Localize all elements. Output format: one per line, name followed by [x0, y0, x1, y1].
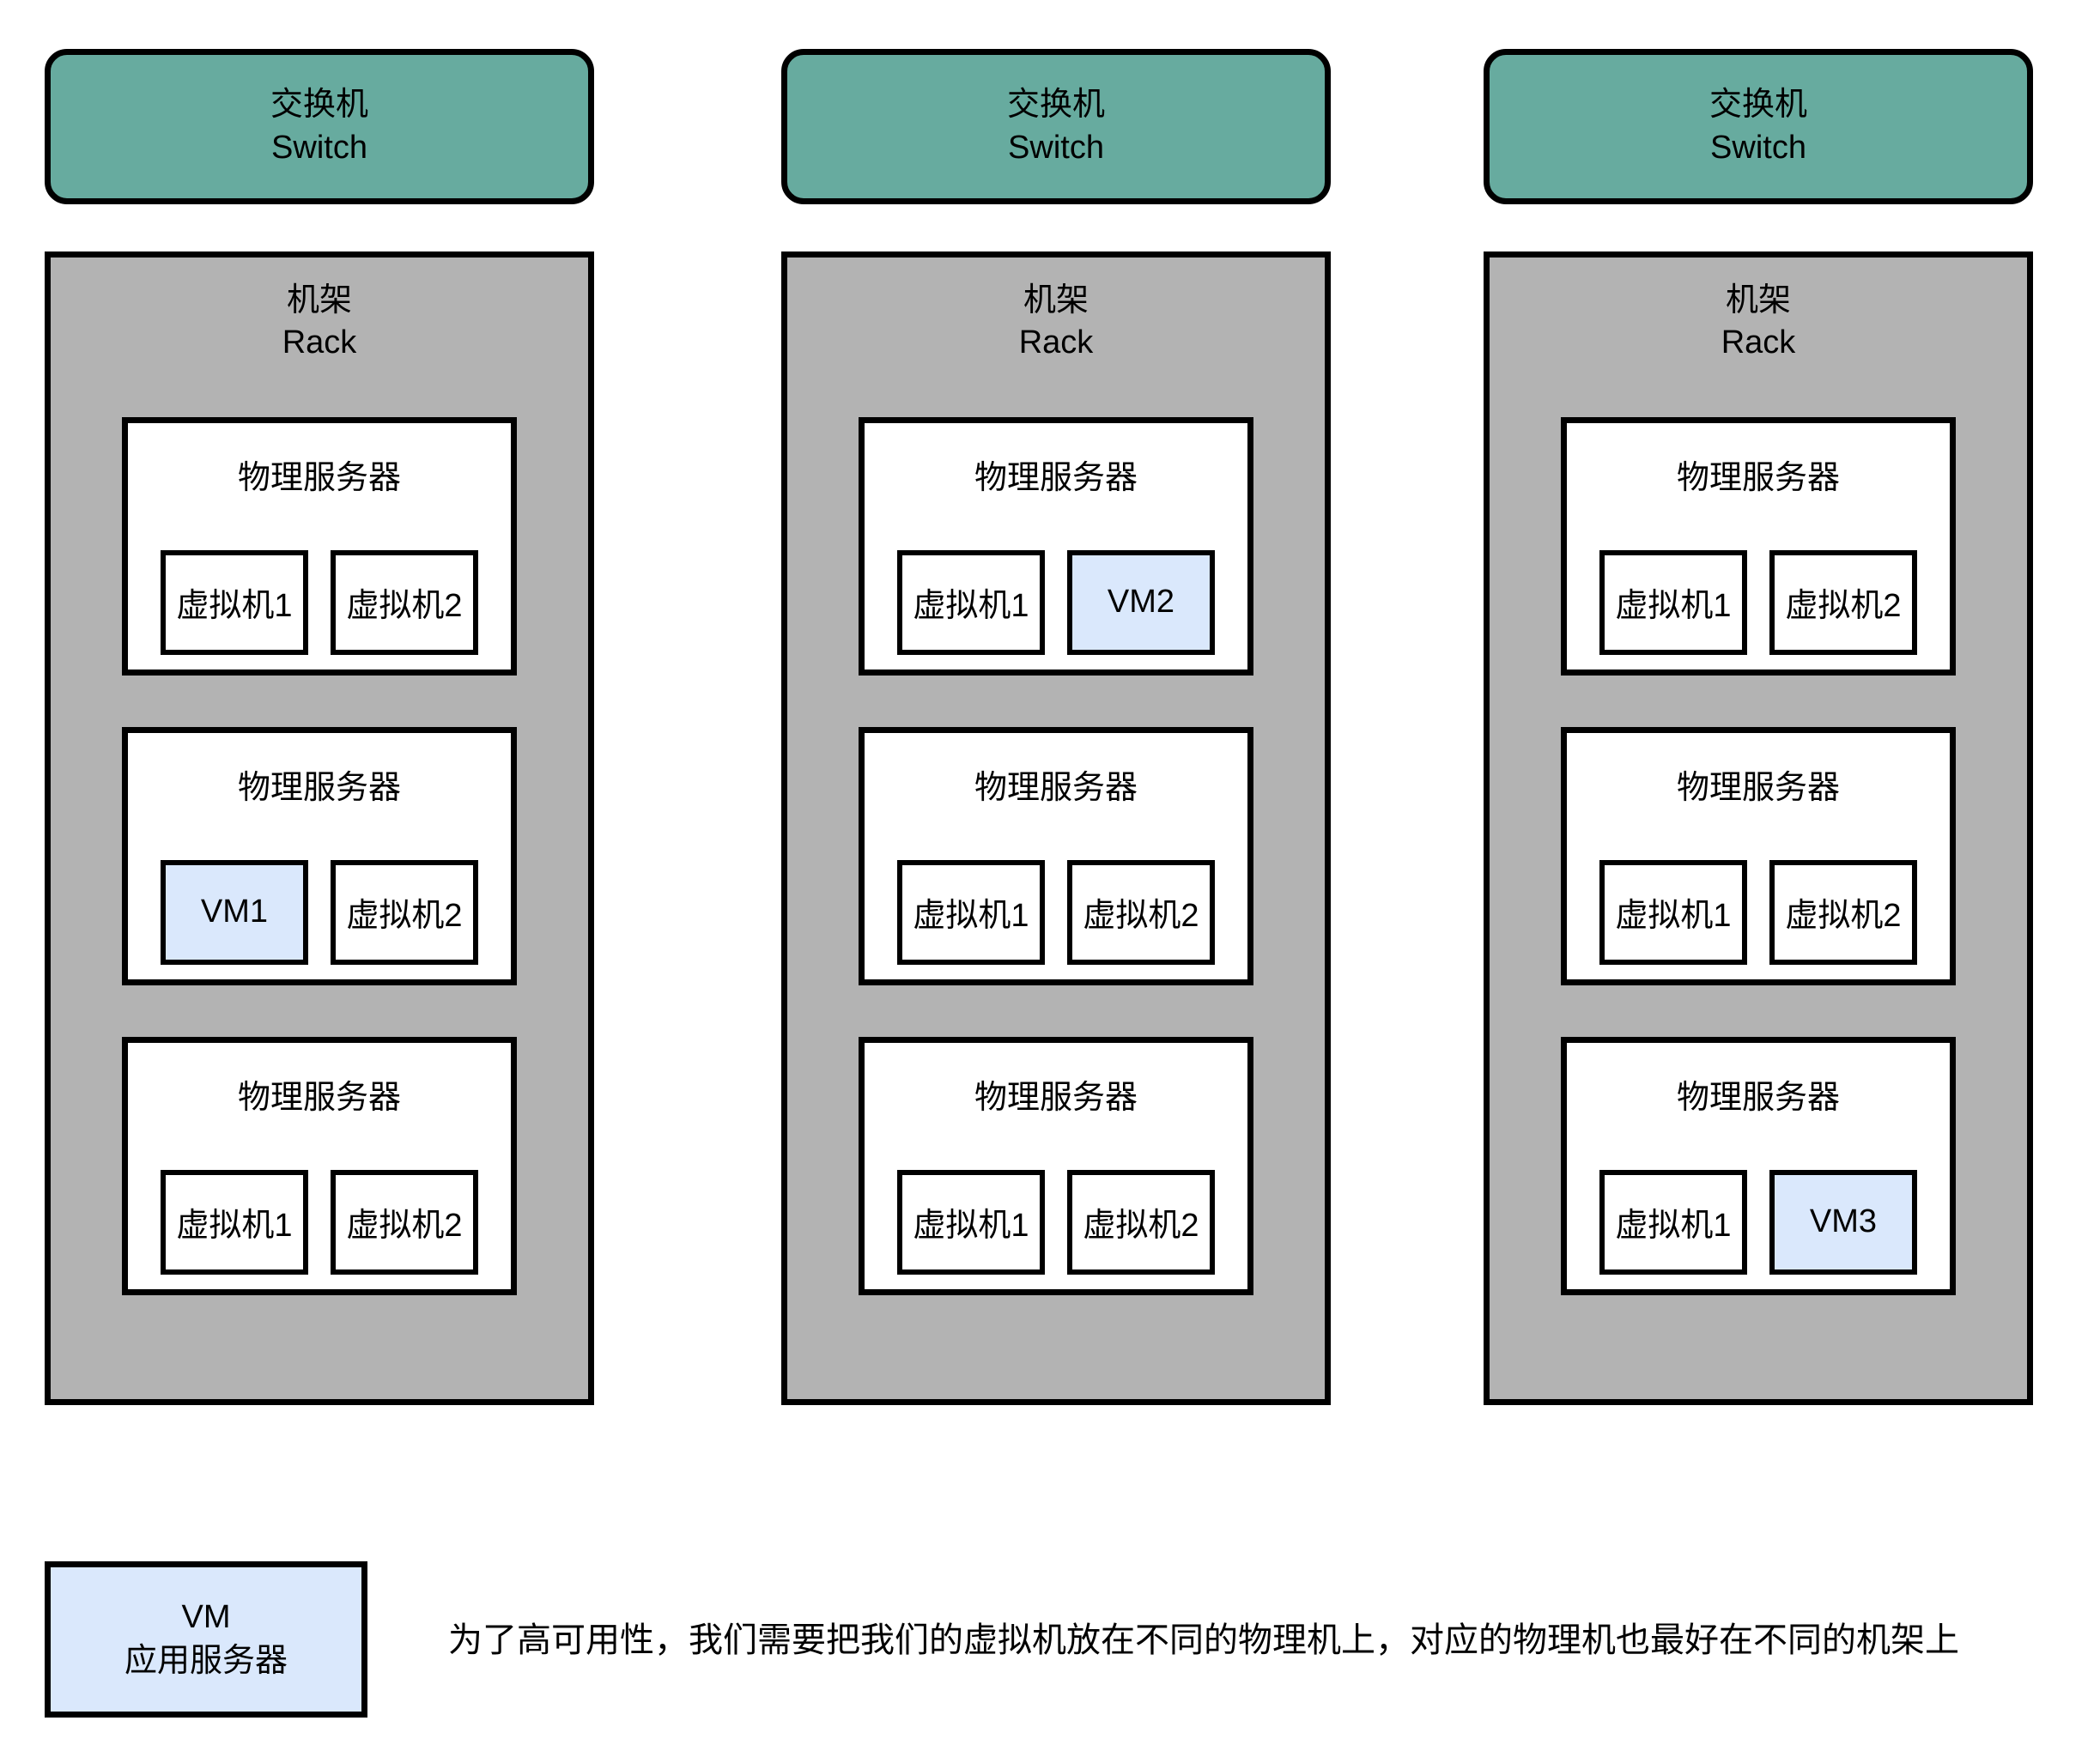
vm-row: 虚拟机1 虚拟机2 [161, 1169, 478, 1275]
rack-label-en: Rack [1018, 324, 1094, 361]
vm-row: VM1 虚拟机2 [161, 859, 478, 965]
switch-node-1: 交换机 Switch [45, 49, 594, 204]
vm-row: 虚拟机1 虚拟机2 [897, 859, 1215, 965]
vm-label: 虚拟机2 [1785, 898, 1902, 935]
rack-label-en: Rack [282, 324, 357, 361]
rack-label-zh: 机架 [1725, 282, 1791, 318]
vm-node: 虚拟机1 [1599, 549, 1747, 655]
vm-row: 虚拟机1 虚拟机2 [1599, 859, 1917, 965]
server-label: 物理服务器 [1676, 460, 1840, 496]
server-node: 物理服务器 虚拟机1 虚拟机2 [1561, 727, 1956, 985]
vm-label: 虚拟机1 [913, 588, 1029, 625]
vm-node-highlighted: VM3 [1769, 1169, 1917, 1275]
server-node: 物理服务器 虚拟机1 VM2 [859, 417, 1253, 676]
availability-note: 为了高可用性，我们需要把我们的虚拟机放在不同的物理机上，对应的物理机也最好在不同… [448, 1621, 1959, 1659]
server-label: 物理服务器 [974, 460, 1138, 496]
vm-node: 虚拟机1 [1599, 859, 1747, 965]
rack-column-2: 交换机 Switch 机架 Rack 物理服务器 虚拟机1 VM2 物理服务器 … [781, 49, 1331, 1405]
switch-node-2: 交换机 Switch [781, 49, 1331, 204]
switch-label-en: Switch [1710, 129, 1806, 166]
server-label: 物理服务器 [1676, 1080, 1840, 1116]
server-label: 物理服务器 [237, 460, 401, 496]
vm-row: 虚拟机1 VM3 [1599, 1169, 1917, 1275]
vm-label: 虚拟机1 [1615, 588, 1732, 625]
vm-label: 虚拟机1 [176, 1208, 293, 1245]
vm-node: 虚拟机2 [1769, 549, 1917, 655]
rack-node-1: 机架 Rack 物理服务器 虚拟机1 虚拟机2 物理服务器 VM1 虚拟机2 物… [45, 251, 594, 1405]
rack-label-en: Rack [1721, 324, 1796, 361]
vm-label: VM3 [1809, 1203, 1878, 1240]
rack-column-3: 交换机 Switch 机架 Rack 物理服务器 虚拟机1 虚拟机2 物理服务器… [1484, 49, 2033, 1405]
vm-row: 虚拟机1 虚拟机2 [161, 549, 478, 655]
switch-label-zh: 交换机 [270, 87, 368, 124]
vm-label: 虚拟机2 [346, 1208, 463, 1245]
server-node: 物理服务器 虚拟机1 虚拟机2 [1561, 417, 1956, 676]
rack-title: 机架 Rack [282, 280, 357, 366]
vm-label: 虚拟机2 [1785, 588, 1902, 625]
rack-label-zh: 机架 [1023, 282, 1089, 318]
vm-node: 虚拟机1 [161, 1169, 308, 1275]
vm-node: 虚拟机1 [1599, 1169, 1747, 1275]
server-label: 物理服务器 [1676, 770, 1840, 806]
vm-row: 虚拟机1 虚拟机2 [1599, 549, 1917, 655]
switch-label-zh: 交换机 [1709, 87, 1807, 124]
server-label: 物理服务器 [237, 1080, 401, 1116]
vm-label: 虚拟机1 [913, 1208, 1029, 1245]
vm-node: 虚拟机2 [1067, 1169, 1215, 1275]
server-node: 物理服务器 虚拟机1 虚拟机2 [859, 727, 1253, 985]
vm-node: 虚拟机1 [897, 549, 1045, 655]
vm-label: 虚拟机2 [346, 898, 463, 935]
legend-label-line1: VM [181, 1598, 231, 1635]
vm-node: 虚拟机2 [331, 1169, 478, 1275]
vm-node-highlighted: VM1 [161, 859, 308, 965]
vm-node: 虚拟机1 [161, 549, 308, 655]
vm-label: 虚拟机1 [1615, 898, 1732, 935]
switch-label-en: Switch [1008, 129, 1104, 166]
server-label: 物理服务器 [974, 770, 1138, 806]
legend-label-line2: 应用服务器 [124, 1643, 288, 1679]
rack-title: 机架 Rack [1721, 280, 1796, 366]
vm-legend: VM 应用服务器 [45, 1561, 367, 1718]
rack-column-1: 交换机 Switch 机架 Rack 物理服务器 虚拟机1 虚拟机2 物理服务器… [45, 49, 594, 1405]
vm-node: 虚拟机1 [897, 1169, 1045, 1275]
server-node: 物理服务器 VM1 虚拟机2 [122, 727, 517, 985]
vm-label: 虚拟机1 [176, 588, 293, 625]
rack-node-3: 机架 Rack 物理服务器 虚拟机1 虚拟机2 物理服务器 虚拟机1 虚拟机2 … [1484, 251, 2033, 1405]
vm-label: 虚拟机2 [1083, 1208, 1199, 1245]
vm-label: VM2 [1107, 584, 1175, 621]
server-node: 物理服务器 虚拟机1 VM3 [1561, 1037, 1956, 1295]
server-label: 物理服务器 [974, 1080, 1138, 1116]
vm-label: 虚拟机2 [346, 588, 463, 625]
switch-label-en: Switch [271, 129, 367, 166]
rack-label-zh: 机架 [286, 282, 352, 318]
server-node: 物理服务器 虚拟机1 虚拟机2 [859, 1037, 1253, 1295]
switch-node-3: 交换机 Switch [1484, 49, 2033, 204]
vm-label: 虚拟机1 [913, 898, 1029, 935]
server-node: 物理服务器 虚拟机1 虚拟机2 [122, 417, 517, 676]
vm-node: 虚拟机1 [897, 859, 1045, 965]
rack-title: 机架 Rack [1019, 280, 1094, 366]
server-label: 物理服务器 [237, 770, 401, 806]
rack-node-2: 机架 Rack 物理服务器 虚拟机1 VM2 物理服务器 虚拟机1 虚拟机2 物… [781, 251, 1331, 1405]
vm-label: 虚拟机1 [1615, 1208, 1732, 1245]
switch-label-zh: 交换机 [1006, 87, 1105, 124]
server-node: 物理服务器 虚拟机1 虚拟机2 [122, 1037, 517, 1295]
vm-node: 虚拟机2 [331, 859, 478, 965]
vm-node-highlighted: VM2 [1067, 549, 1215, 655]
vm-label: 虚拟机2 [1083, 898, 1199, 935]
vm-row: 虚拟机1 虚拟机2 [897, 1169, 1215, 1275]
vm-node: 虚拟机2 [331, 549, 478, 655]
vm-node: 虚拟机2 [1067, 859, 1215, 965]
vm-node: 虚拟机2 [1769, 859, 1917, 965]
vm-row: 虚拟机1 VM2 [897, 549, 1215, 655]
vm-label: VM1 [200, 894, 269, 930]
